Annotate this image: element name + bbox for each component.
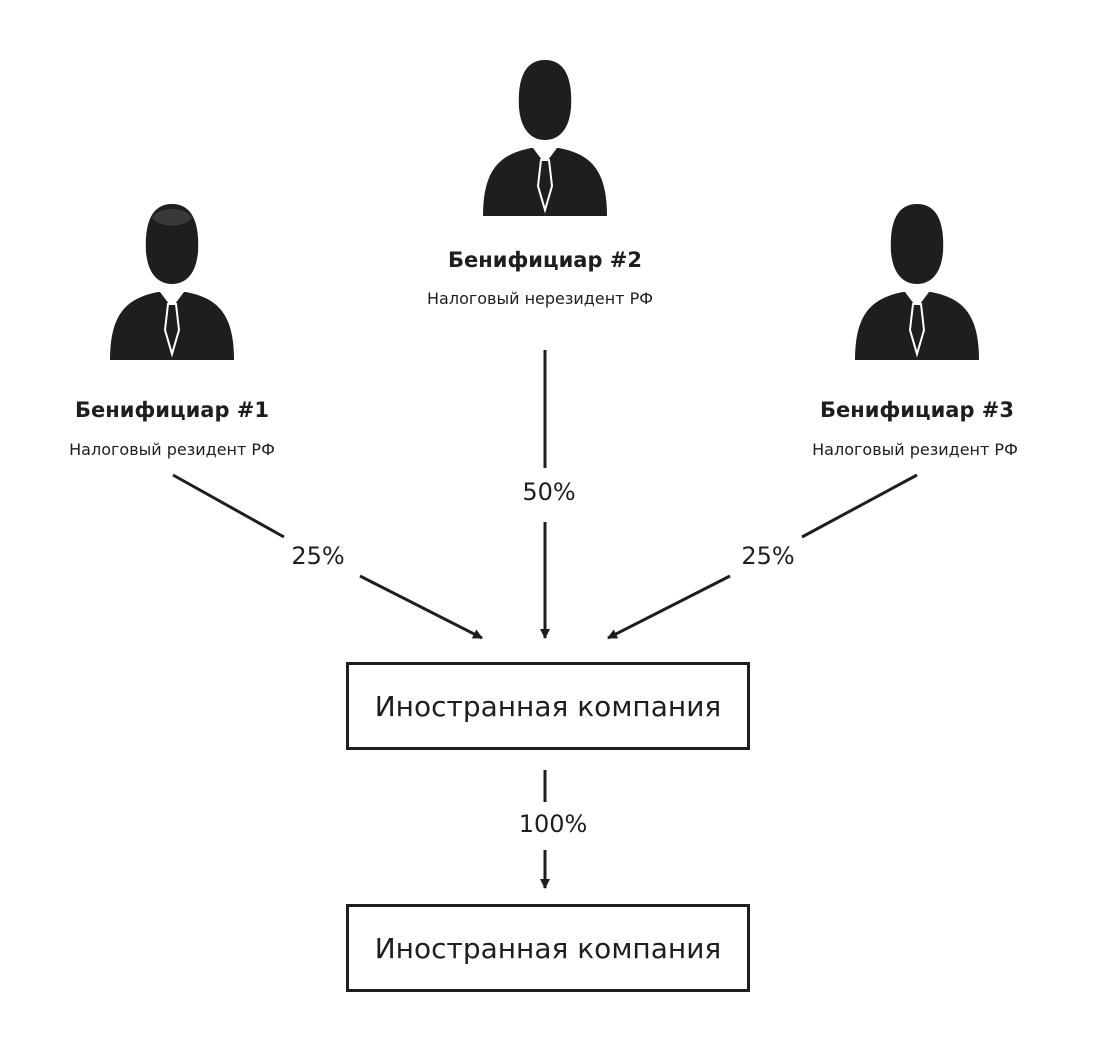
- share-label-subsidiary: 100%: [518, 810, 588, 838]
- arrow-b1-segment-2: [359, 574, 483, 640]
- beneficiary-3-status: Налоговый резидент РФ: [812, 440, 1018, 459]
- person-icon: [110, 199, 234, 360]
- beneficiary-3-name: Бенифициар #3: [819, 398, 1015, 422]
- person-icon: [855, 199, 979, 360]
- person-icon: [483, 55, 607, 216]
- arrow-b3-segment-1: [801, 473, 918, 539]
- company-label: Иностранная компания: [374, 689, 722, 723]
- beneficiary-2-status: Налоговый нерезидент РФ: [427, 289, 653, 308]
- share-label-beneficiary-1: 25%: [291, 542, 345, 570]
- arrow-b3-segment-2: [607, 574, 731, 640]
- company-box-parent: Иностранная компания: [346, 662, 750, 750]
- share-label-beneficiary-3: 25%: [741, 542, 795, 570]
- beneficiary-1-name: Бенифициар #1: [74, 398, 270, 422]
- share-label-beneficiary-2: 50%: [522, 478, 576, 506]
- arrow-b1-segment-1: [172, 473, 285, 539]
- company-label: Иностранная компания: [374, 931, 722, 965]
- beneficiary-1-status: Налоговый резидент РФ: [69, 440, 275, 459]
- company-box-subsidiary: Иностранная компания: [346, 904, 750, 992]
- beneficiary-2-name: Бенифициар #2: [447, 248, 643, 272]
